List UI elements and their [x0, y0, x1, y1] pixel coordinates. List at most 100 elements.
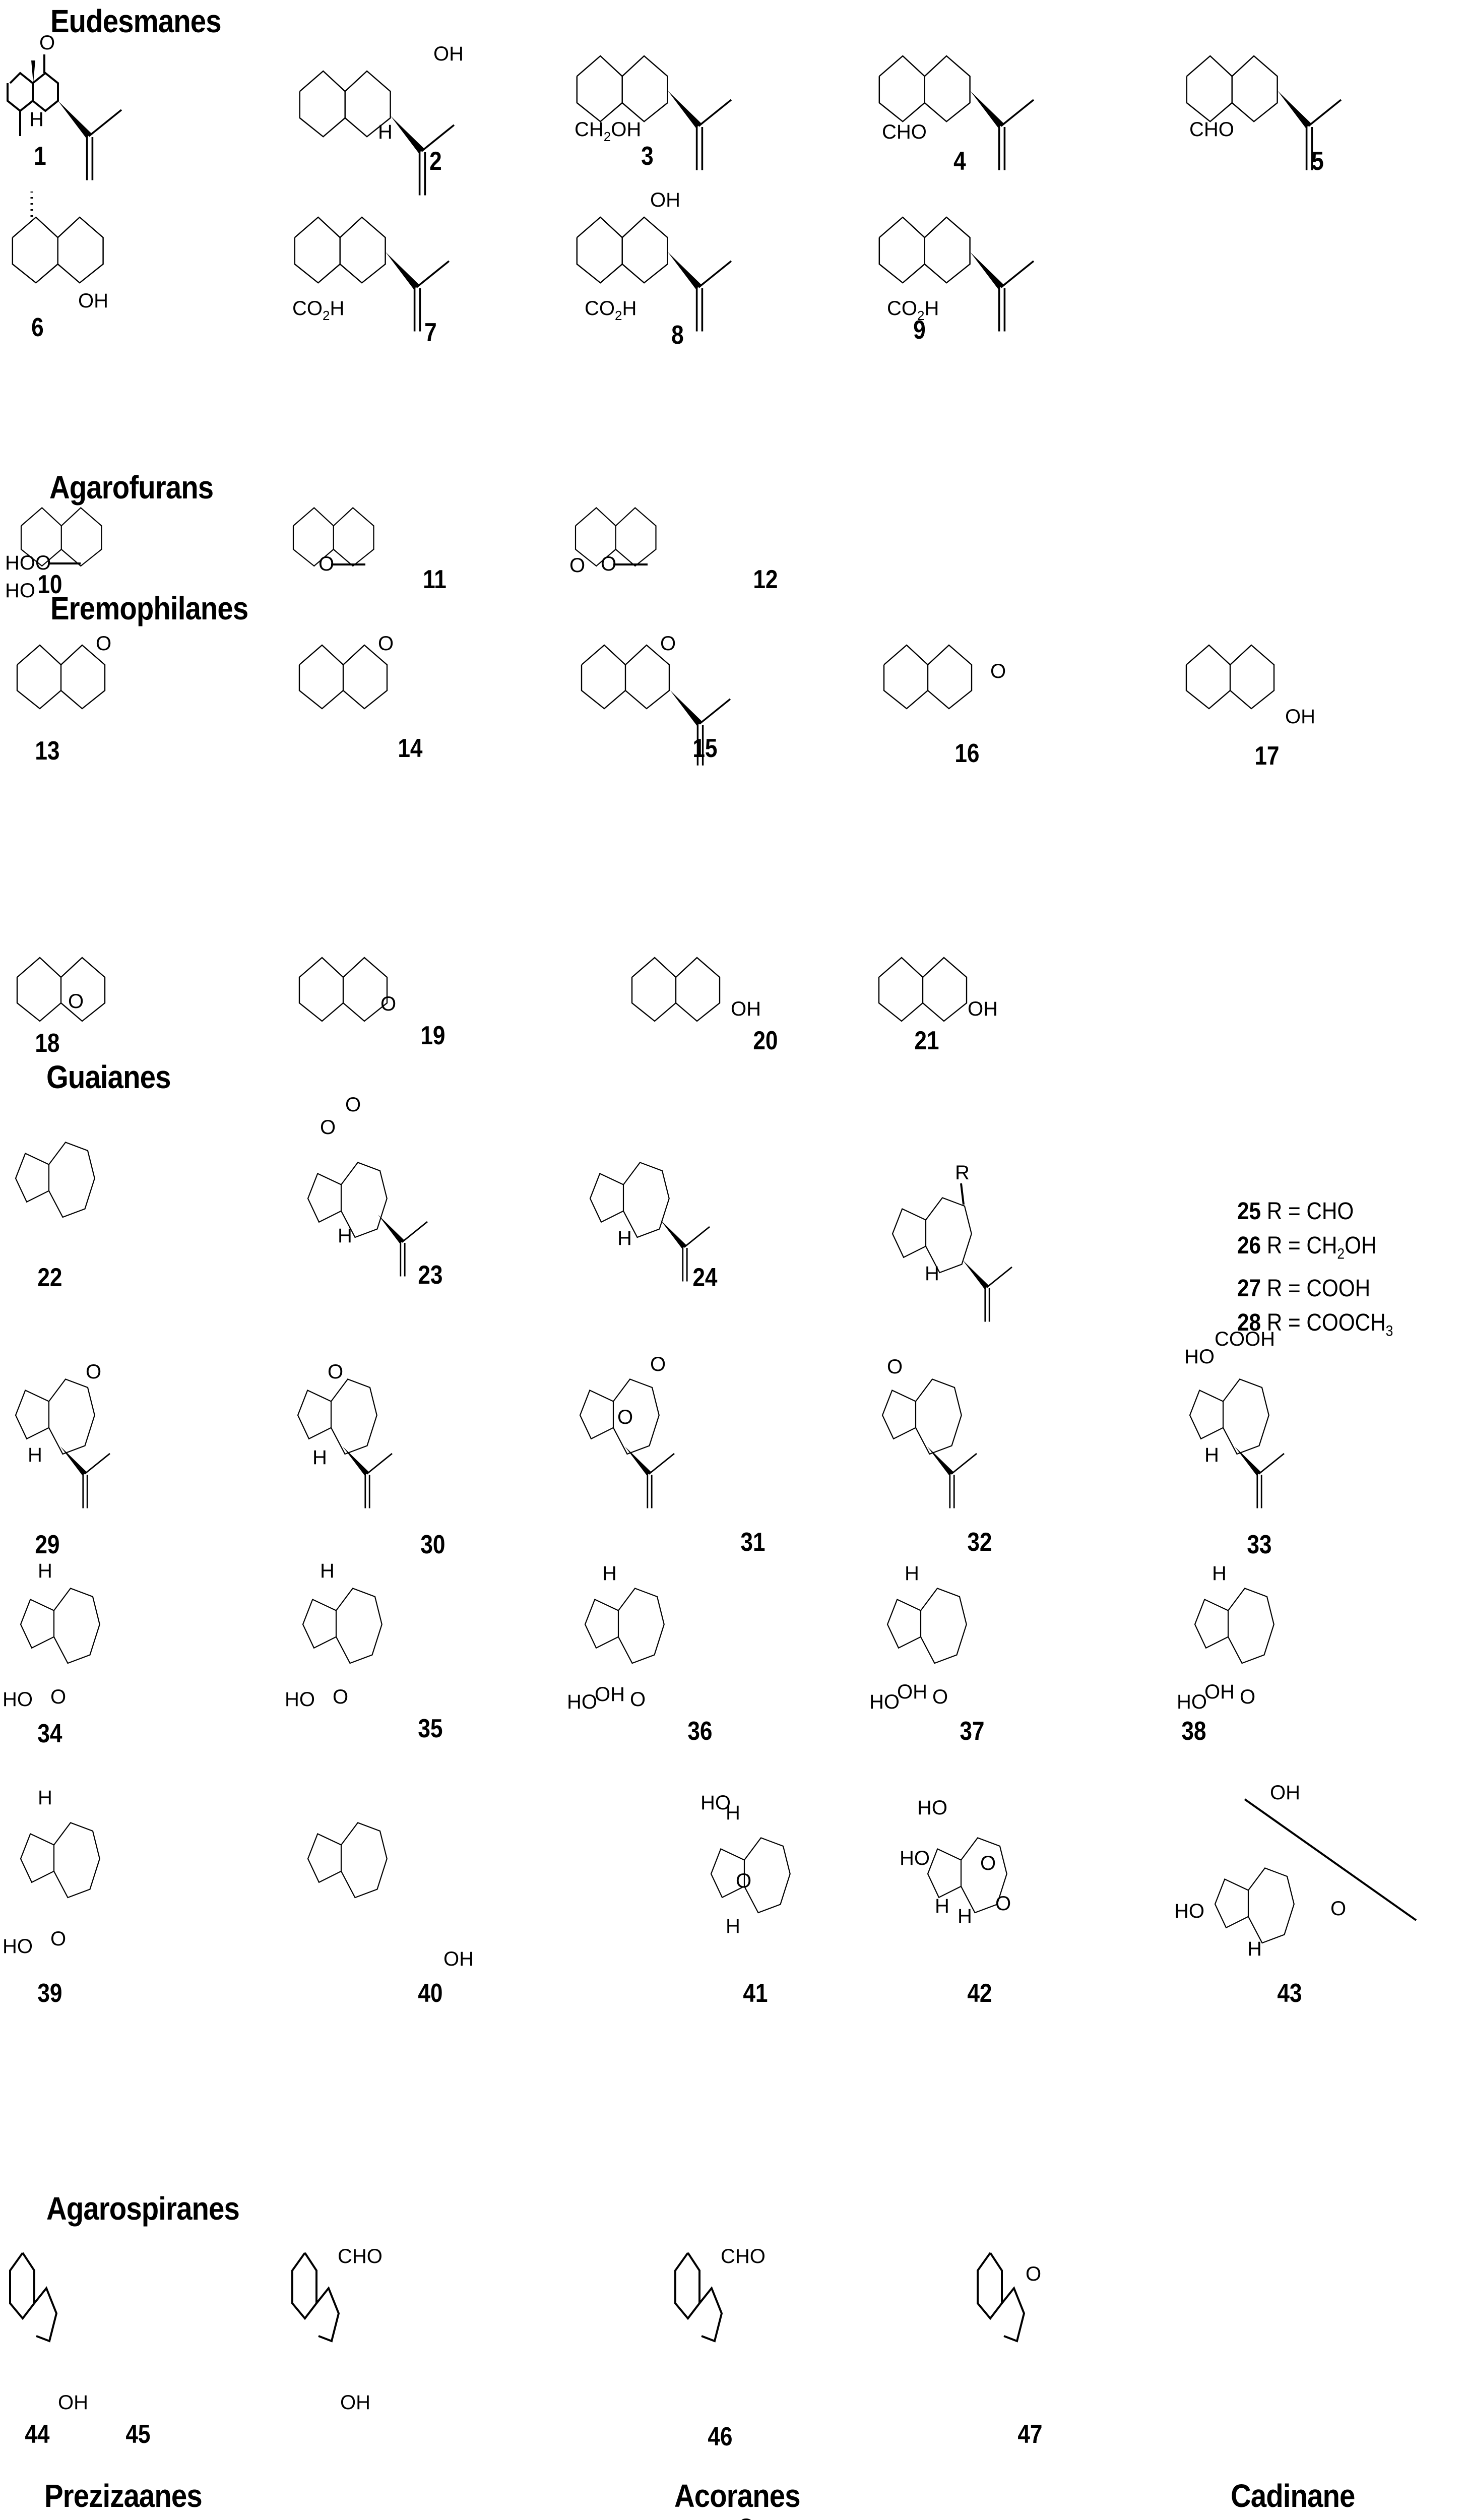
- compound-number: 19: [420, 1021, 445, 1050]
- compound-number: 9: [913, 316, 926, 345]
- compound-46: CHO 46: [650, 2218, 912, 2451]
- section-title-acoranes: Acoranes: [674, 2478, 801, 2514]
- compound-number: 44: [25, 2420, 50, 2449]
- compound-37: H HO OH O 37: [867, 1560, 1129, 1782]
- compound-24-structure: H: [589, 1162, 711, 1282]
- compound-13: O 13: [0, 620, 262, 771]
- compound-51: O OH 51: [958, 2505, 1220, 2520]
- compound-35-structure: H HO O: [285, 1560, 383, 1711]
- svg-text:OH: OH: [443, 1948, 474, 1970]
- svg-text:OH: OH: [897, 1681, 927, 1703]
- svg-text:H: H: [38, 1560, 52, 1582]
- svg-text:HO: HO: [285, 1688, 315, 1711]
- svg-text:OH: OH: [1270, 1782, 1300, 1804]
- compound-44: OH 44: [0, 2218, 262, 2449]
- svg-text:R: R: [955, 1162, 970, 1184]
- compound-52: OH 52: [1225, 2505, 1461, 2520]
- svg-text:HO: HO: [3, 1935, 33, 1958]
- compound-16-structure: O: [883, 644, 1006, 710]
- compound-45: CHO OH 45: [125, 2218, 544, 2449]
- compound-number: 29: [35, 1530, 60, 1559]
- compound-number: 34: [37, 1719, 62, 1748]
- compound-number: 3: [641, 142, 654, 171]
- compound-6-structure: OH: [12, 192, 108, 312]
- compound-13-structure: O: [16, 633, 111, 710]
- compound-39-structure: H HO O: [3, 1787, 100, 1958]
- svg-text:OH: OH: [968, 998, 998, 1020]
- svg-text:O: O: [660, 633, 676, 655]
- svg-text:H: H: [1247, 1938, 1262, 1960]
- svg-text:H: H: [38, 1787, 52, 1809]
- compound-number: 21: [914, 1026, 939, 1055]
- compound-number: 39: [37, 1979, 62, 2008]
- compound-number: 1: [34, 142, 46, 171]
- compound-number: 15: [692, 734, 718, 763]
- svg-text:O: O: [68, 990, 84, 1013]
- svg-text:O: O: [320, 1116, 336, 1139]
- compound-19: O 19: [282, 942, 544, 1094]
- compound-number: 33: [1247, 1530, 1272, 1559]
- svg-text:H: H: [338, 1225, 352, 1247]
- compound-18-structure: O: [16, 957, 106, 1022]
- compound-38: H HO OH O 38: [1174, 1560, 1436, 1782]
- compound-4: CHO 4: [867, 20, 1129, 176]
- compound-14: O 14: [282, 620, 544, 771]
- svg-text:OH: OH: [78, 290, 108, 312]
- compound-35: H HO O 35: [282, 1560, 544, 1782]
- compound-number: 11: [423, 565, 447, 594]
- svg-text:H: H: [1212, 1562, 1227, 1585]
- compound-17: OH 17: [1174, 620, 1436, 771]
- svg-text:H: H: [1204, 1444, 1219, 1466]
- svg-text:OH: OH: [650, 189, 680, 211]
- compound-number: 10: [37, 570, 62, 599]
- svg-text:HO: HO: [5, 580, 35, 602]
- svg-text:O: O: [345, 1094, 361, 1116]
- svg-text:HO: HO: [1177, 1691, 1207, 1713]
- compound-number: 41: [743, 1979, 768, 2008]
- section-title-eremophilanes: Eremophilanes: [50, 590, 248, 626]
- compound-7-structure: CO2H: [292, 216, 450, 333]
- svg-text:OH: OH: [731, 998, 761, 1020]
- compound-number: 31: [740, 1528, 766, 1557]
- compound-number: 40: [418, 1979, 443, 2008]
- svg-text:COOH: COOH: [1215, 1328, 1275, 1350]
- compound-21-structure: OH: [878, 957, 998, 1022]
- svg-text:H: H: [617, 1227, 632, 1249]
- compound-number: 35: [418, 1714, 443, 1743]
- compound-40-structure: OH: [307, 1822, 474, 1970]
- compound-6: OH 6: [0, 186, 262, 342]
- compound-number: 12: [753, 565, 778, 594]
- compound-1-structure: O H: [7, 32, 122, 181]
- compound-number: 42: [967, 1979, 992, 2008]
- section-title-prezizaanes: Prezizaanes: [44, 2478, 203, 2514]
- compound-46-structure: CHO: [674, 2245, 766, 2343]
- svg-text:O: O: [50, 1686, 66, 1708]
- compound-number: 4: [953, 147, 966, 176]
- compound-number: 5: [1311, 147, 1324, 176]
- compound-11-structure: O: [292, 507, 374, 575]
- svg-text:O: O: [617, 1406, 633, 1428]
- compound-5-structure: CHO: [1186, 55, 1342, 171]
- section-title-guaianes: Guaianes: [46, 1059, 171, 1095]
- compound-number: 16: [954, 739, 980, 768]
- compound-number: 37: [960, 1717, 985, 1746]
- compound-47: O 47: [968, 2218, 1230, 2449]
- compound-number: 18: [35, 1029, 60, 1058]
- r-group-26: 26 R = CH2OH: [1237, 1232, 1377, 1263]
- svg-text:HO: HO: [567, 1691, 597, 1713]
- compound-50-structure: O OH: [738, 2515, 754, 2520]
- svg-text:OH: OH: [1204, 1681, 1235, 1703]
- svg-text:OH: OH: [595, 1683, 625, 1706]
- svg-text:OH: OH: [340, 2391, 370, 2414]
- compound-43: OH HO O H 43: [1174, 1782, 1461, 2016]
- compound-2-structure: OH H: [299, 43, 464, 197]
- svg-text:CHO: CHO: [338, 2245, 383, 2267]
- compound-29: O H 29: [0, 1331, 262, 1559]
- compound-34: H HO O 34: [0, 1560, 262, 1782]
- svg-text:OH: OH: [58, 2391, 88, 2414]
- svg-text:O: O: [86, 1361, 101, 1383]
- r-group-legend: 25 R = CHO 26 R = CH2OH 27 R = COOH 28 R…: [1237, 1194, 1393, 1348]
- svg-text:O: O: [328, 1361, 343, 1383]
- compound-3: CH2OH 3: [564, 20, 826, 171]
- compound-40: OH 40: [282, 1784, 544, 2016]
